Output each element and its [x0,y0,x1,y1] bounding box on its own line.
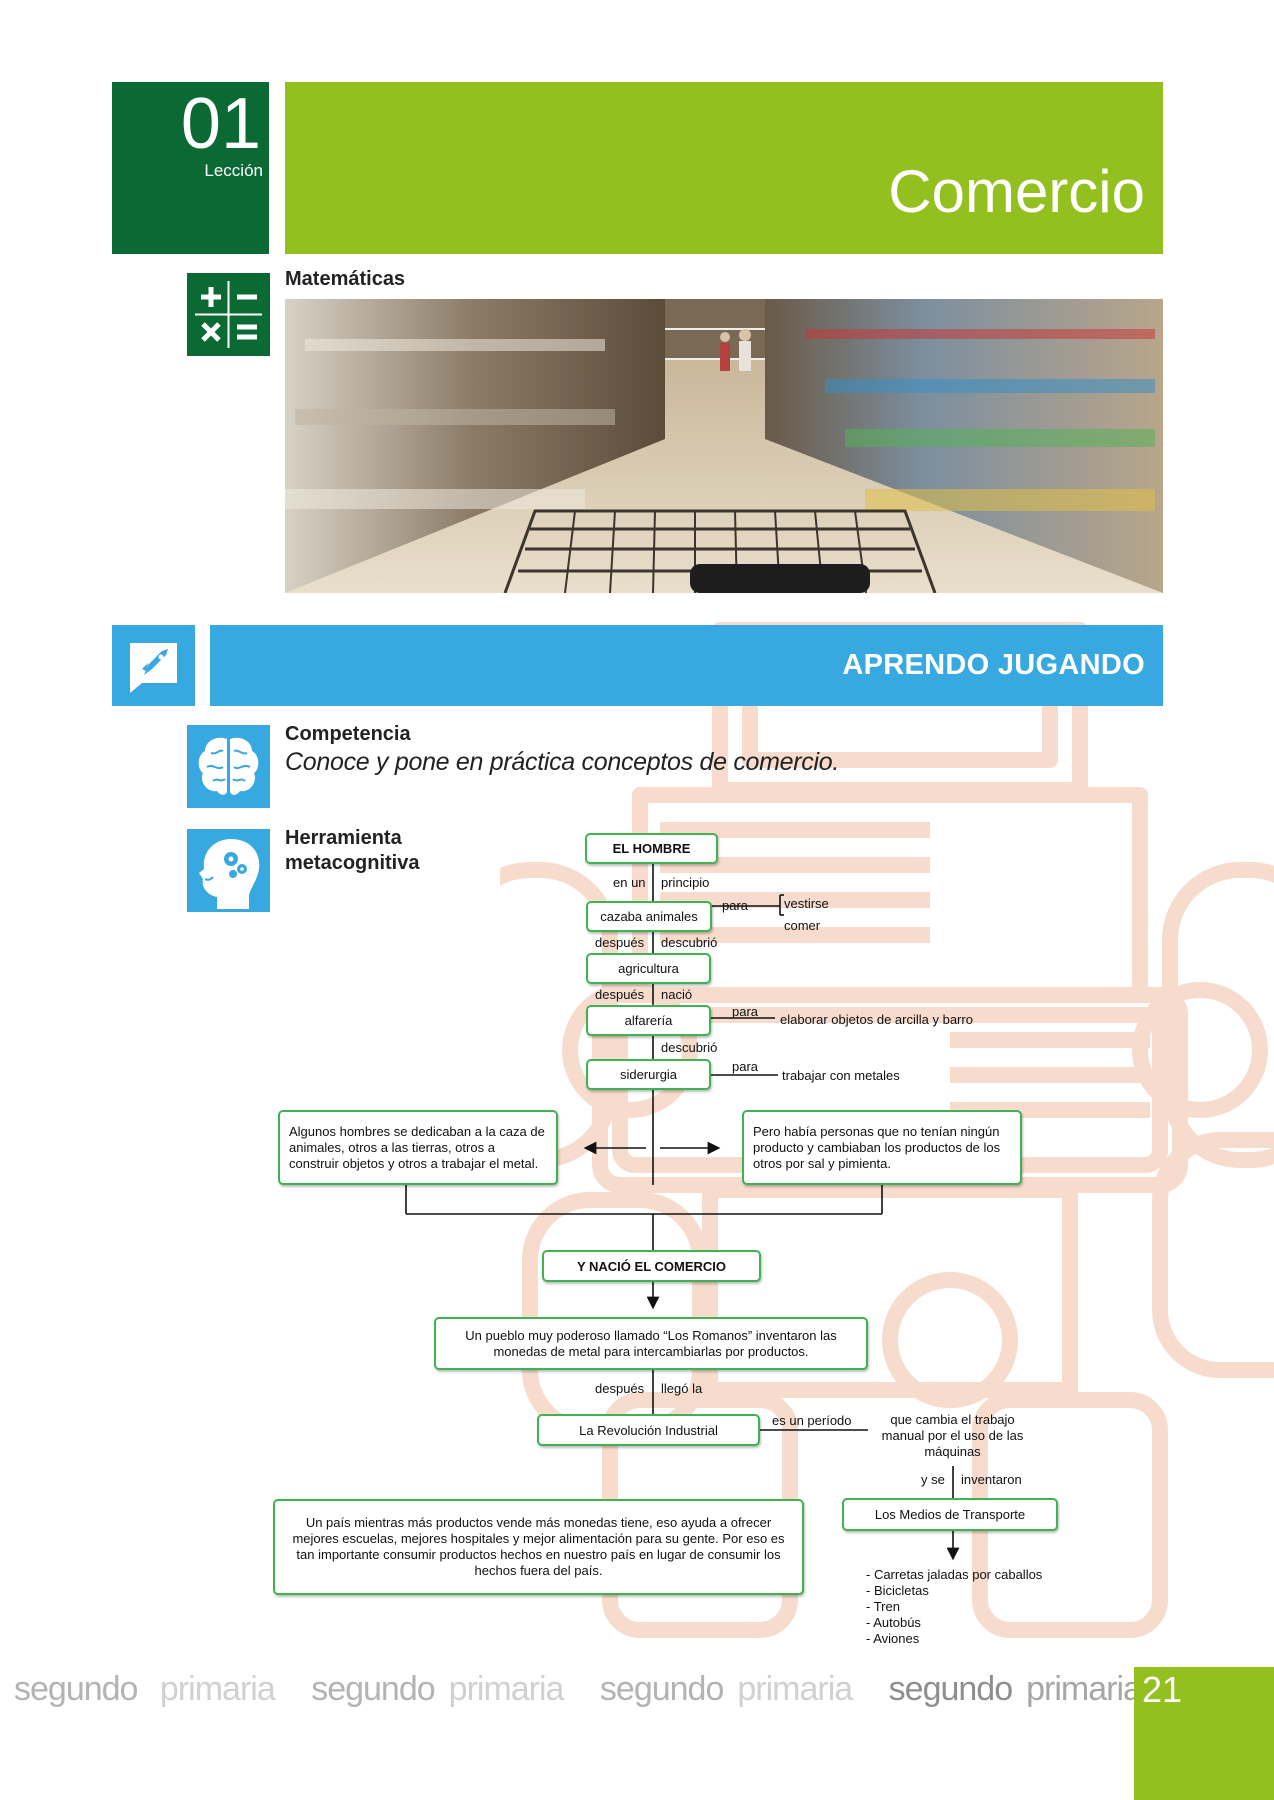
competencia-label: Competencia [285,723,411,745]
page-number: 21 [1142,1669,1183,1710]
lesson-badge: 01 Lección [112,82,269,254]
node-medios-transporte: Los Medios de Transporte [842,1498,1058,1531]
footer-word-segundo: segundo [599,1670,724,1708]
subject-label: Matemáticas [285,268,406,290]
supermarket-aisle-photo [285,299,1163,593]
list-item: - Aviones [866,1631,920,1646]
page-title: Comercio [888,158,1145,225]
node-left-box: Algunos hombres se dedicaban a la caza d… [278,1110,558,1185]
lesson-word: Lección [204,161,263,180]
label-para-1: para [722,898,749,913]
node-pais: Un país mientras más productos vende más… [273,1499,804,1595]
label-llego-la: llegó la [661,1381,703,1396]
label-descubrio-1: descubrió [661,935,718,950]
section-bar: APRENDO JUGANDO [210,625,1163,706]
label-en-un: en un [613,875,646,890]
footer-strip: segundo primaria segundo primaria segundo… [0,1670,1142,1726]
footer-word-primaria: primaria [1026,1670,1142,1708]
label-para-3: para [732,1059,759,1074]
rocket-icon [112,625,195,706]
node-right-box: Pero había personas que no tenían ningún… [742,1110,1022,1185]
label-elaborar: elaborar objetos de arcilla y barro [780,1012,973,1027]
lesson-number: 01 [180,84,261,164]
label-comer: comer [784,918,821,933]
footer-word-segundo: segundo [311,1670,435,1708]
herramienta-label: Herramienta metacognitiva [285,827,420,874]
competencia-text: Conoce y pone en práctica conceptos de c… [285,748,839,776]
list-item: - Carretas jaladas por caballos [866,1567,1043,1582]
node-nacio-comercio: Y NACIÓ EL COMERCIO [542,1250,761,1282]
label-nacio: nació [661,987,693,1002]
label-inventaron: inventaron [961,1472,1022,1487]
label-principio: principio [661,875,710,890]
label-que-cambia: que cambia el trabajo manual por el uso … [881,1412,1024,1459]
label-despues-2: después [595,987,645,1002]
footer-word-segundo: segundo [14,1670,138,1708]
node-cazaba-animales: cazaba animales [586,901,712,932]
brain-icon [187,725,270,808]
list-item: - Tren [866,1599,900,1614]
node-romanos: Un pueblo muy poderoso llamado “Los Roma… [434,1317,868,1370]
transport-list: - Carretas jaladas por caballos - Bicicl… [866,1567,1042,1647]
label-despues-1: después [595,935,645,950]
node-siderurgia: siderurgia [586,1059,711,1090]
label-es-periodo: es un período [772,1413,852,1428]
label-vestirse: vestirse [784,896,829,911]
footer-word-segundo: segundo [888,1670,1013,1708]
label-para-2: para [732,1004,759,1019]
title-bar: Comercio [285,82,1163,254]
label-y-se: y se [921,1472,945,1487]
footer-word-primaria: primaria [448,1670,565,1708]
node-revolucion-industrial: La Revolución Industrial [537,1414,760,1446]
node-alfareria: alfarería [586,1005,711,1036]
page-number-box: 21 [1134,1667,1274,1800]
label-trabajar: trabajar con metales [782,1068,900,1083]
node-el-hombre: EL HOMBRE [585,833,718,864]
section-title: APRENDO JUGANDO [842,649,1145,681]
node-agricultura: agricultura [586,953,711,984]
label-despues-3: después [595,1381,645,1396]
head-gears-icon [187,829,270,912]
footer-word-primaria: primaria [737,1670,853,1708]
label-descubrio-2: descubrió [661,1040,718,1055]
list-item: - Autobús [866,1615,921,1630]
footer-word-primaria: primaria [159,1670,276,1708]
list-item: - Bicicletas [866,1583,929,1598]
math-operations-icon [187,273,270,356]
